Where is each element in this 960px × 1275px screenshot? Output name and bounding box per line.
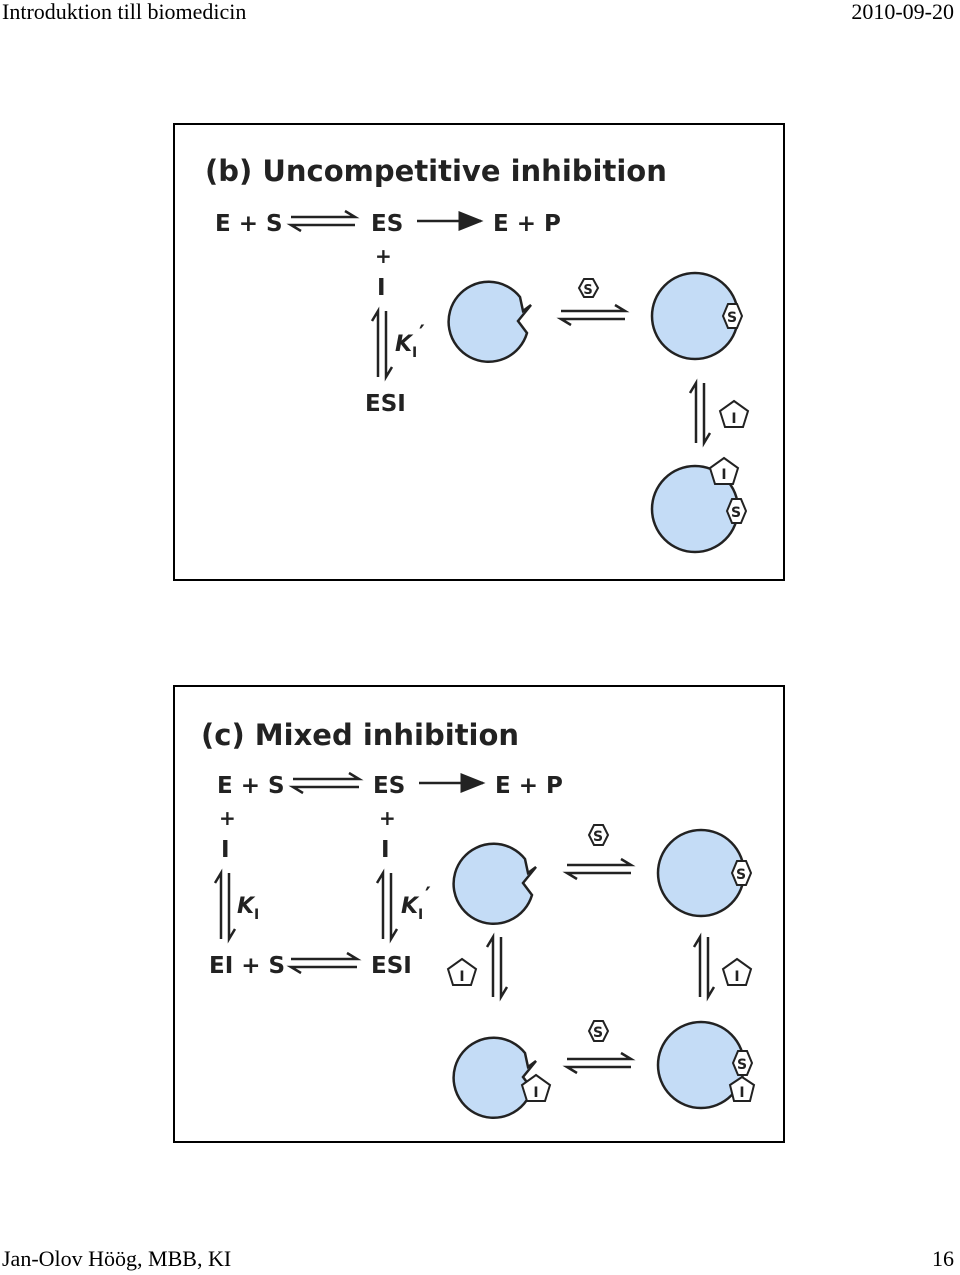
enzyme-inhibitor-complex (454, 1038, 536, 1118)
substrate-icon-label-top: S (593, 829, 603, 845)
mixed-inhibition-panel: (c) Mixed inhibition E + S ES E + P + I … (173, 685, 785, 1143)
k-i-prime-subscript: I (418, 907, 423, 923)
esi-substrate-label: S (731, 505, 741, 521)
k-prime-mark: ′ (425, 884, 431, 909)
eq-ei-plus-s: EI + S (209, 953, 285, 979)
enzyme-substrate-inhibitor-complex (658, 1022, 744, 1108)
substrate-binding-arrow-top (567, 859, 631, 879)
k-i-subscript: I (412, 345, 417, 361)
inhibitor-binding-arrow-right (694, 937, 714, 997)
esi-substrate-label: S (737, 1057, 747, 1073)
bound-substrate-label: S (736, 867, 746, 883)
eq-e-plus-s: E + S (217, 773, 285, 799)
mixed-inhibition-diagram: (c) Mixed inhibition E + S ES E + P + I … (175, 687, 783, 1141)
eq-es: ES (373, 773, 405, 799)
eq-e-plus-p: E + P (493, 211, 561, 237)
uncompetitive-inhibition-diagram: (b) Uncompetitive inhibition E + S ES E … (175, 125, 783, 579)
k-prime-mark: ′ (419, 322, 425, 347)
free-enzyme (454, 844, 536, 924)
inhibitor-binding-arrow-left (487, 937, 507, 997)
equilibrium-arrow-esi (377, 873, 397, 939)
bound-inhibitor-label: I (721, 467, 726, 483)
substrate-binding-arrow-bottom (567, 1053, 631, 1073)
equilibrium-arrow-es (291, 211, 355, 231)
eq-es: ES (371, 211, 403, 237)
ei-bound-inhibitor-label: I (533, 1085, 538, 1101)
inhibitor-icon-label-right: I (734, 969, 739, 985)
eq-esi: ESI (371, 953, 412, 979)
inhibitor-label-right: I (381, 837, 390, 863)
panel-c-title: (c) Mixed inhibition (201, 718, 519, 752)
page-number: 16 (932, 1247, 954, 1271)
footer-author: Jan-Olov Höög, MBB, KI (2, 1247, 231, 1271)
equilibrium-arrow-ei (215, 873, 235, 939)
inhibitor-icon-label: I (731, 411, 736, 427)
free-enzyme (449, 282, 531, 362)
header-date: 2010-09-20 (851, 0, 954, 24)
eq-esi: ESI (365, 391, 406, 417)
esi-inhibitor-label: I (739, 1085, 744, 1101)
inhibitor-label-left: I (221, 837, 230, 863)
plus-sign-left: + (219, 806, 236, 830)
k-i-subscript: I (254, 907, 259, 923)
substrate-binding-equilibrium-arrow (561, 305, 625, 325)
plus-sign-right: + (379, 806, 396, 830)
header-course-title: Introduktion till biomedicin (2, 0, 246, 24)
eq-e-plus-s: E + S (215, 211, 283, 237)
inhibitor-binding-equilibrium-arrow (690, 383, 710, 443)
equilibrium-arrow-esi (372, 311, 392, 377)
substrate-icon-label: S (583, 283, 592, 298)
substrate-icon-label-bottom: S (593, 1025, 603, 1041)
equilibrium-arrow-es (293, 773, 359, 793)
inhibitor-icon-label-left: I (459, 969, 464, 985)
equilibrium-arrow-esi-bottom (291, 953, 357, 973)
uncompetitive-inhibition-panel: (b) Uncompetitive inhibition E + S ES E … (173, 123, 785, 581)
plus-sign: + (375, 244, 392, 268)
eq-e-plus-p: E + P (495, 773, 563, 799)
panel-b-title: (b) Uncompetitive inhibition (205, 154, 667, 188)
bound-substrate-label: S (727, 310, 737, 326)
inhibitor-label: I (377, 275, 386, 301)
